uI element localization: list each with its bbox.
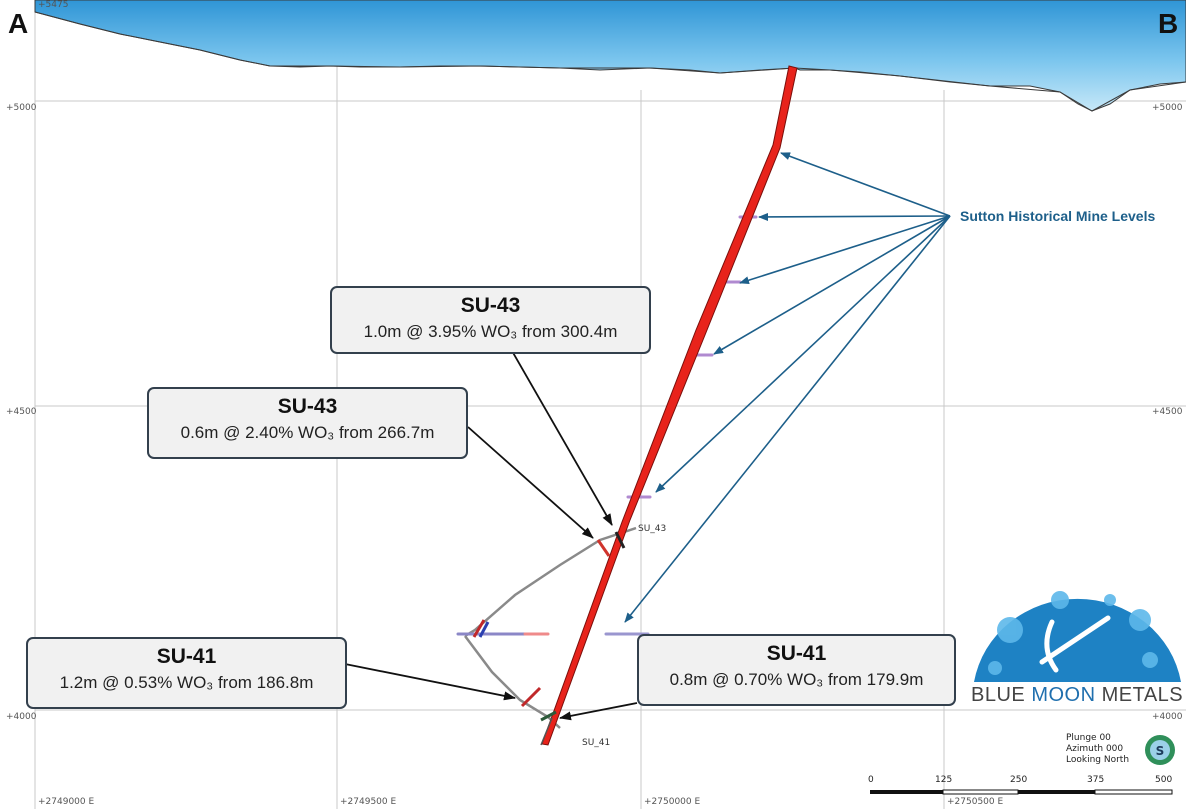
intercept-level-1 bbox=[472, 619, 486, 638]
callout-arrows bbox=[344, 329, 638, 721]
looking-label: Looking North bbox=[1066, 755, 1130, 765]
moon-logo-icon bbox=[974, 591, 1181, 682]
callout-arrow-4 bbox=[559, 702, 638, 721]
intercept-ticks bbox=[472, 531, 626, 722]
scale-tick-375: 375 bbox=[1087, 775, 1105, 785]
callout-hole-name: SU-43 bbox=[277, 395, 338, 418]
callout-hole-name: SU-43 bbox=[460, 294, 521, 317]
elevation-right-5000: +5000 bbox=[1152, 103, 1183, 113]
hole-label-su41: SU_41 bbox=[582, 738, 611, 748]
callout-su43-upper: SU-43 1.0m @ 3.95% WO₃ from 300.4m bbox=[330, 286, 651, 354]
callout-assay-value: 1.0m @ 3.95% WO₃ from 300.4m bbox=[363, 322, 618, 341]
callout-hole-name: SU-41 bbox=[156, 645, 217, 668]
su41-drill-trace bbox=[464, 635, 561, 729]
topography-line bbox=[34, 11, 1186, 112]
intercept-su41-b bbox=[540, 710, 557, 722]
scale-tick-500: 500 bbox=[1155, 775, 1173, 785]
intercept-su41-a bbox=[520, 686, 542, 708]
mineralized-vein bbox=[541, 65, 798, 746]
brand-word-1: BLUE bbox=[971, 684, 1032, 706]
scale-tick-250: 250 bbox=[1010, 775, 1028, 785]
compass-icon: S bbox=[1145, 735, 1175, 765]
level-arrow-1 bbox=[780, 152, 951, 217]
top-elevation-label: +5475 bbox=[38, 0, 69, 10]
callout-arrow-3 bbox=[344, 663, 516, 701]
plunge-label: Plunge 00 bbox=[1066, 733, 1111, 743]
elevation-left-4500: +4500 bbox=[6, 407, 37, 417]
scale-tick-125: 125 bbox=[935, 775, 953, 785]
brand-word-3: METALS bbox=[1095, 684, 1184, 706]
callout-hole-name: SU-41 bbox=[766, 642, 827, 665]
easting-label-4: +2750500 E bbox=[947, 797, 1004, 807]
intercept-su43-b bbox=[614, 531, 626, 549]
scale-bar bbox=[870, 789, 1173, 795]
brand-word-2: MOON bbox=[1031, 684, 1096, 706]
level-arrow-6 bbox=[624, 215, 951, 623]
easting-label-1: +2749000 E bbox=[38, 797, 95, 807]
elevation-left-4000: +4000 bbox=[6, 712, 37, 722]
mine-level-arrows bbox=[624, 152, 951, 623]
easting-label-3: +2750000 E bbox=[644, 797, 701, 807]
intercept-su43-a bbox=[596, 539, 611, 557]
callout-su41-left: SU-41 1.2m @ 0.53% WO₃ from 186.8m bbox=[26, 637, 347, 709]
elevation-left-5000: +5000 bbox=[6, 103, 37, 113]
intercept-level-2 bbox=[478, 621, 490, 638]
level-arrow-2 bbox=[758, 212, 951, 221]
scale-seg-3 bbox=[1018, 790, 1095, 794]
scale-seg-4 bbox=[1094, 789, 1173, 795]
level-arrow-5 bbox=[655, 215, 951, 493]
vein-lower-tail bbox=[540, 717, 553, 746]
level-arrow-3 bbox=[739, 215, 951, 285]
mine-levels-label: Sutton Historical Mine Levels bbox=[960, 208, 1156, 224]
scale-seg-1 bbox=[870, 790, 943, 794]
elevation-right-4500: +4500 bbox=[1152, 407, 1183, 417]
topography-sky bbox=[34, 0, 1186, 112]
easting-label-2: +2749500 E bbox=[340, 797, 397, 807]
brand-wordmark: BLUE MOON METALS bbox=[971, 684, 1183, 707]
svg-text:S: S bbox=[1156, 744, 1165, 758]
section-end-label: B bbox=[1158, 8, 1179, 39]
level-arrow-4 bbox=[713, 215, 951, 355]
callout-su43-lower: SU-43 0.6m @ 2.40% WO₃ from 266.7m bbox=[147, 387, 468, 459]
view-orientation: Plunge 00 Azimuth 000 Looking North bbox=[1066, 733, 1129, 766]
scale-seg-2 bbox=[942, 789, 1019, 795]
callout-assay-value: 0.6m @ 2.40% WO₃ from 266.7m bbox=[180, 423, 435, 442]
scale-tick-0: 0 bbox=[868, 775, 874, 785]
callout-assay-value: 1.2m @ 0.53% WO₃ from 186.8m bbox=[59, 673, 314, 692]
hole-label-su43: SU_43 bbox=[638, 524, 667, 534]
callout-arrow-2 bbox=[467, 426, 594, 539]
callout-su41-right: SU-41 0.8m @ 0.70% WO₃ from 179.9m bbox=[637, 634, 956, 706]
su43-drill-trace bbox=[464, 526, 637, 638]
section-start-label: A bbox=[8, 8, 29, 39]
azimuth-label: Azimuth 000 bbox=[1066, 744, 1124, 754]
callout-arrow-1 bbox=[499, 329, 613, 526]
callout-assay-value: 0.8m @ 0.70% WO₃ from 179.9m bbox=[669, 670, 924, 689]
elevation-right-4000: +4000 bbox=[1152, 712, 1183, 722]
